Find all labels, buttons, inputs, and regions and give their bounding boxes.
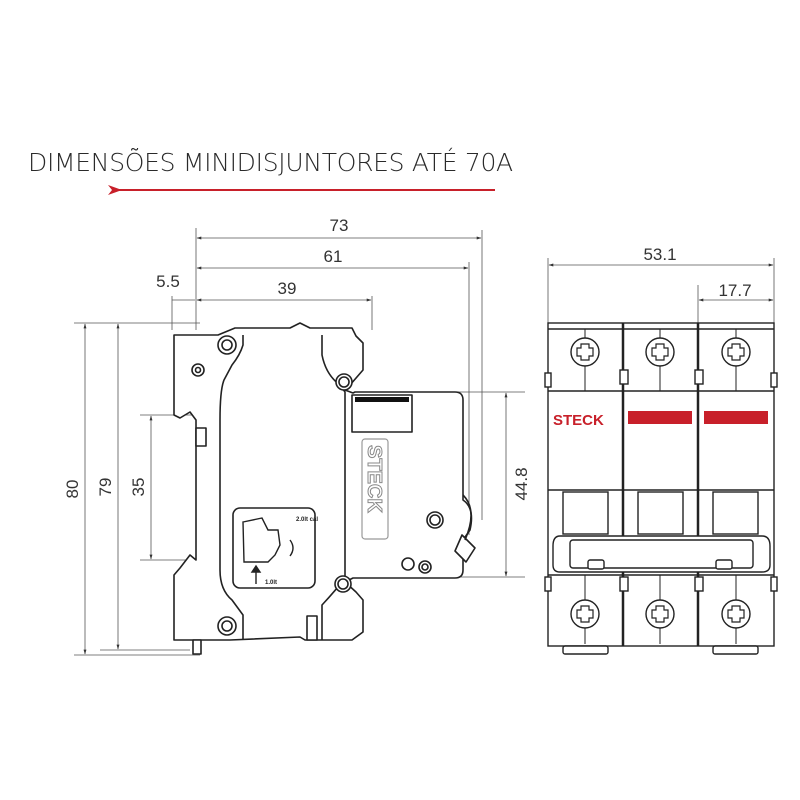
label-bottom-text: 1.0lt	[265, 580, 277, 586]
dim-pole-width: 17.7	[718, 281, 751, 300]
dim-din-rail-height: 35	[129, 478, 148, 497]
dim-overall-depth: 73	[330, 216, 349, 235]
dim-rail-offset: 5.5	[156, 272, 180, 291]
page-title: DIMENSÕES MINIDISJUNTORES ATÉ 70A	[28, 148, 513, 177]
dim-front-height: 44.8	[512, 467, 531, 500]
front-red-labels: STECK	[553, 411, 768, 429]
dim-overall-width: 53.1	[643, 245, 676, 264]
label-top-text: 2.0lt cal	[296, 517, 318, 523]
svg-text:STECK: STECK	[363, 445, 385, 513]
dim-front-depth: 39	[278, 279, 297, 298]
side-dimensions	[74, 228, 525, 656]
dim-mounting-height: 79	[96, 478, 115, 497]
screw-heads	[576, 343, 745, 623]
dim-depth-to-toggle: 61	[324, 247, 343, 266]
front-view-breaker	[544, 322, 778, 655]
title-arrow-line	[108, 185, 495, 195]
dim-overall-height: 80	[63, 480, 82, 499]
side-steck-logo: STECK	[361, 438, 389, 540]
side-view-breaker	[173, 322, 476, 655]
label-circuit-symbol	[242, 517, 294, 584]
front-steck-logo: STECK	[553, 412, 604, 429]
front-dimensions	[547, 258, 775, 325]
